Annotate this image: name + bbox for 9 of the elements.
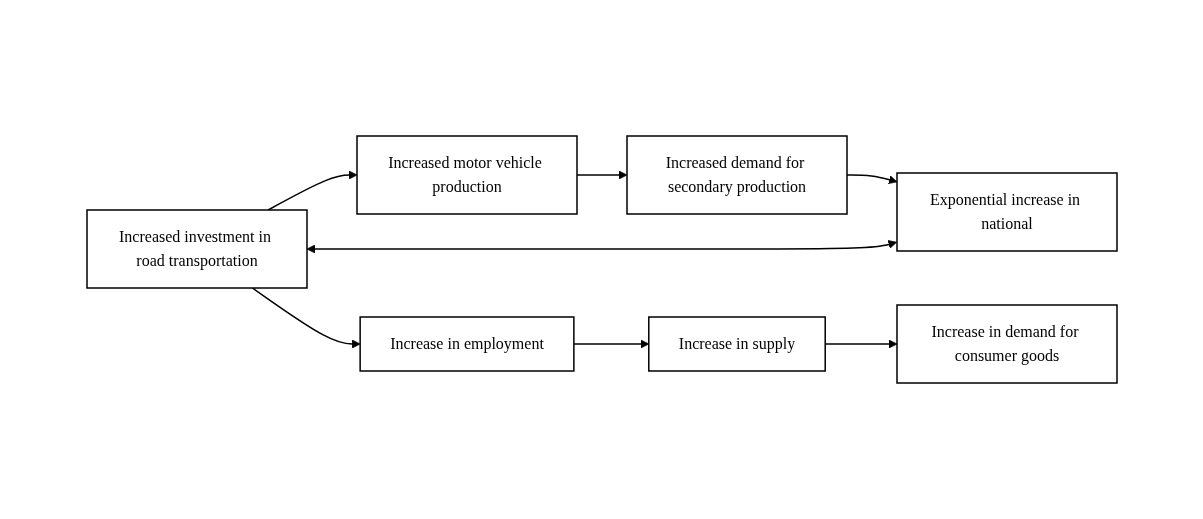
node-box: Increased investment in road transportation <box>85 209 308 289</box>
node-box: Exponential increase in national <box>895 172 1118 252</box>
node-box: Increased motor vehicle production <box>355 135 578 215</box>
arrow <box>266 170 357 211</box>
node-box: Increase in demand for consumer goods <box>895 304 1118 384</box>
node-box: Increased demand for secondary production <box>625 135 848 215</box>
arrow <box>306 240 897 254</box>
node-box: Increase in supply <box>647 316 826 372</box>
node-box: Increase in employment <box>358 316 575 372</box>
